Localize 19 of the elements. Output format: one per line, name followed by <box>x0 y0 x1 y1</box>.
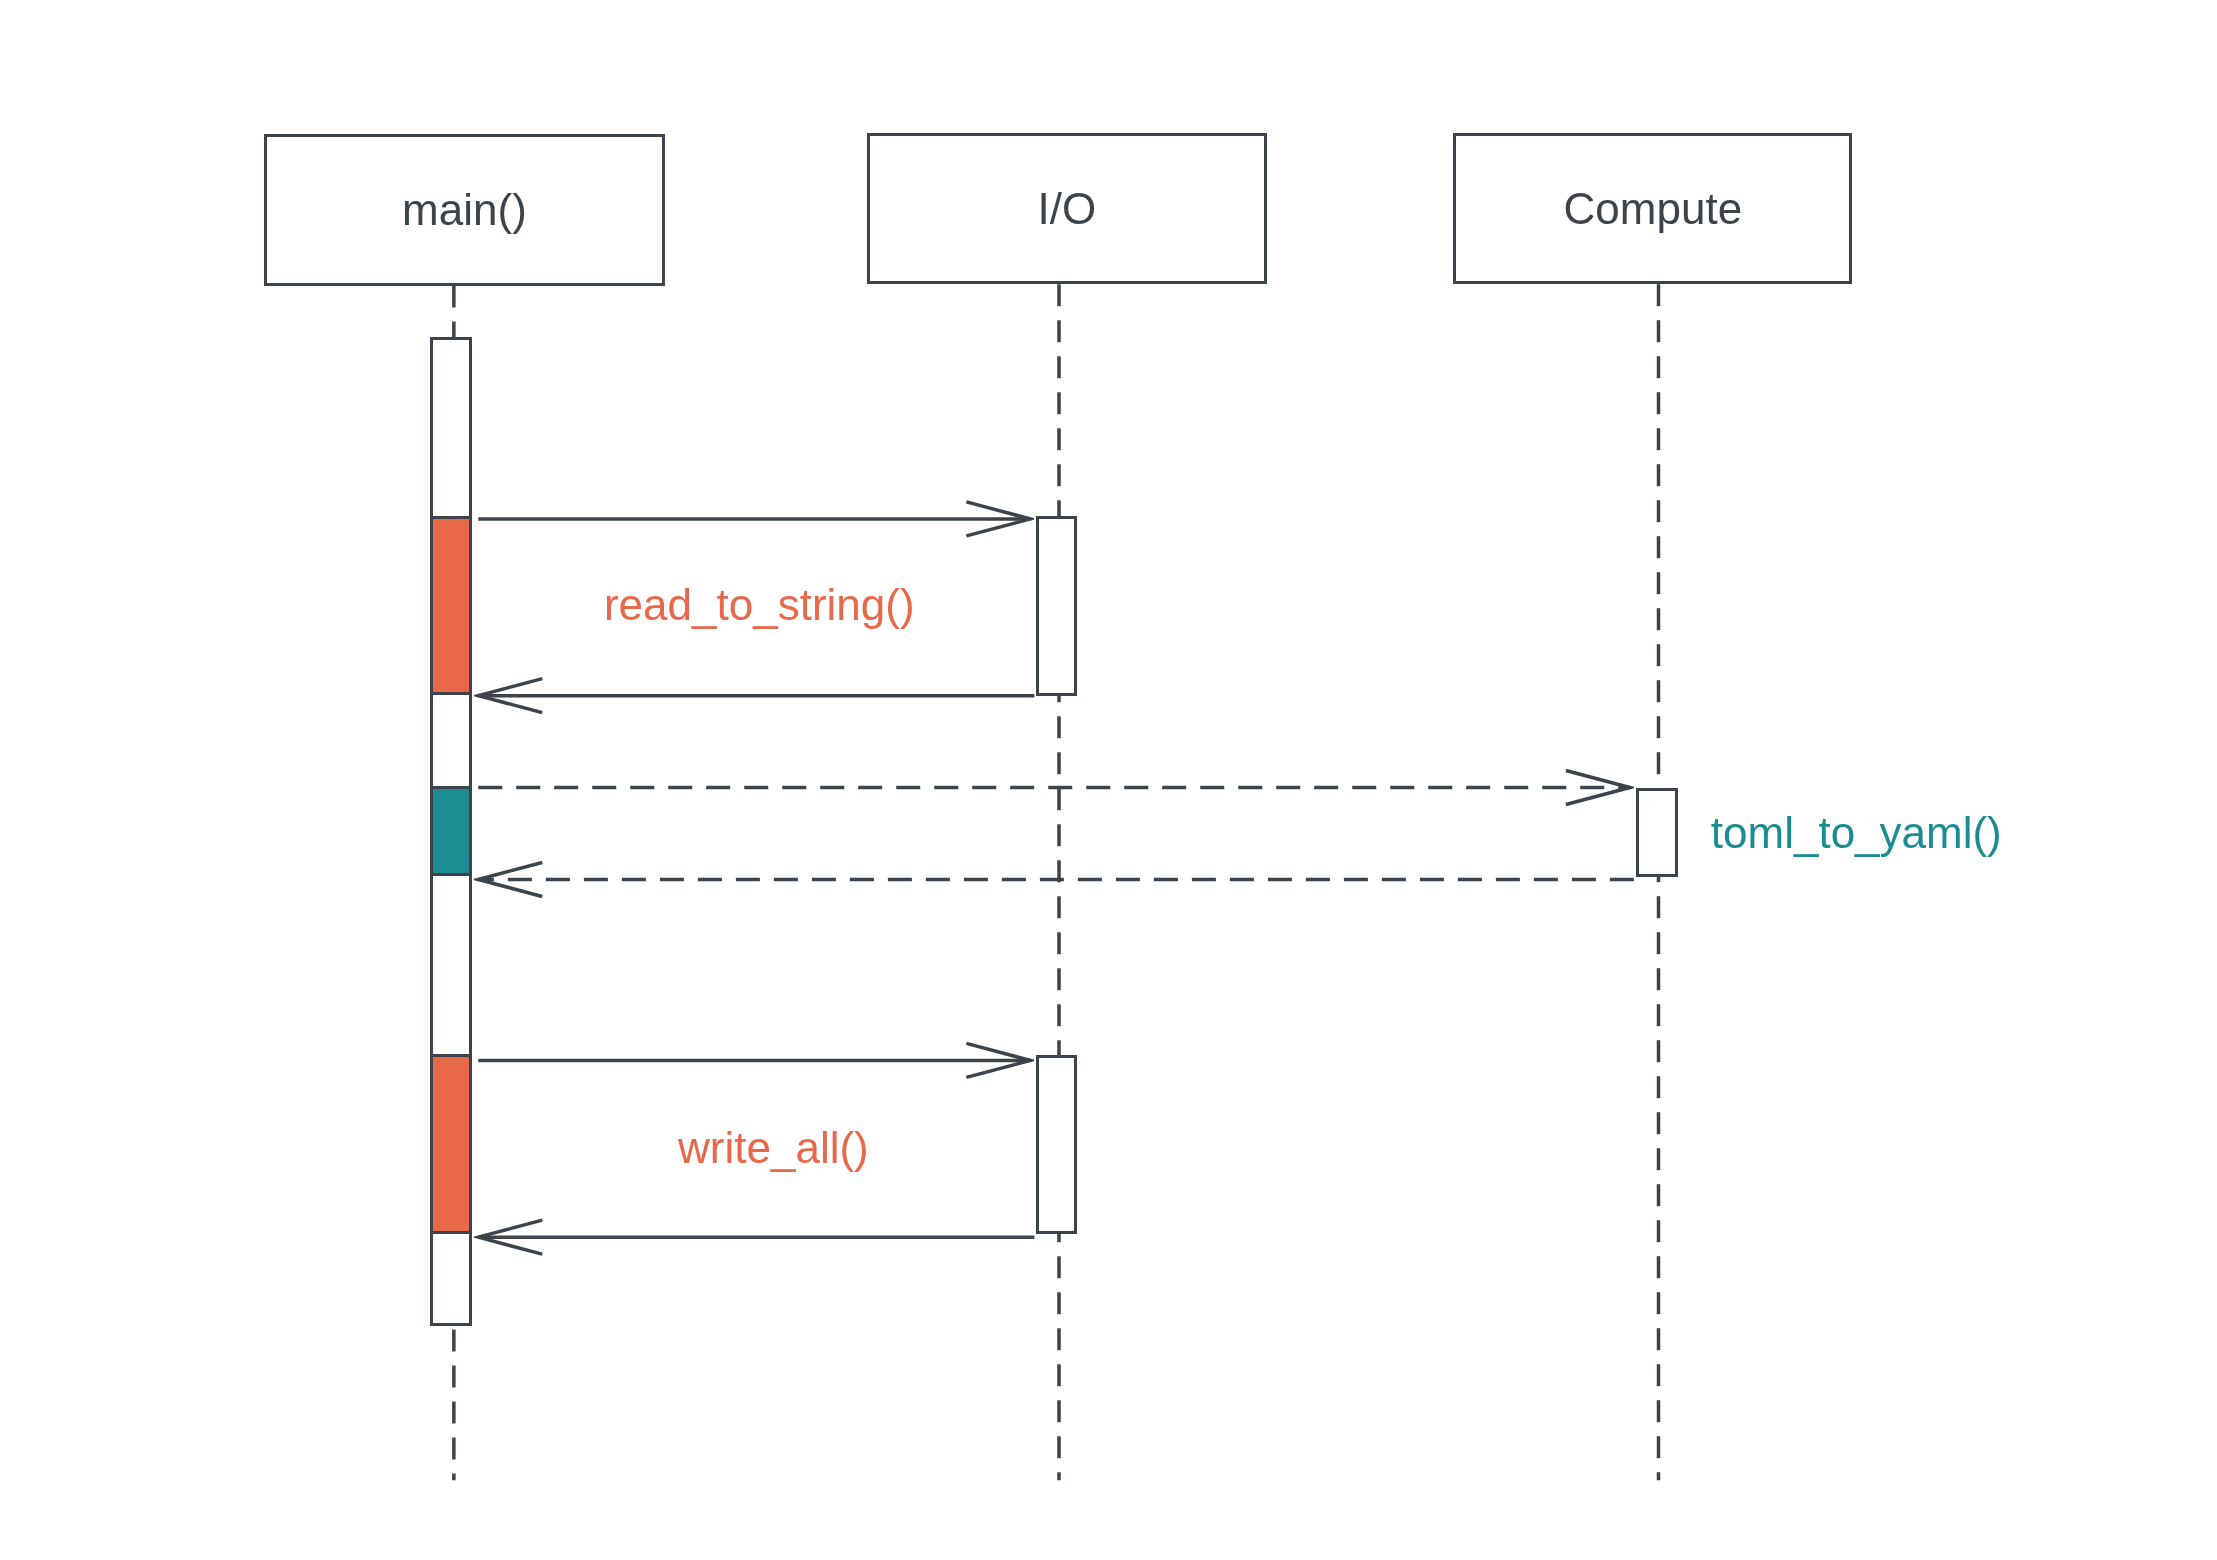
activation-bar <box>1036 1054 1078 1235</box>
activation-bar <box>1635 787 1679 877</box>
call-label: write_all() <box>678 1123 869 1174</box>
arrow <box>476 1218 1035 1256</box>
arrow <box>476 676 1035 715</box>
activation-bar <box>429 336 473 1327</box>
participant-name: I/O <box>1037 183 1097 234</box>
arrow <box>478 1041 1033 1080</box>
call-label: toml_to_yaml() <box>1710 807 2002 858</box>
activation-bar <box>1036 516 1078 696</box>
participant-box <box>866 132 1267 285</box>
participant-name: Compute <box>1563 183 1743 234</box>
call-label: read_to_string() <box>603 580 915 631</box>
arrow <box>478 500 1033 538</box>
participant-box <box>264 134 665 286</box>
participant-box <box>1453 132 1853 285</box>
participant-name: main() <box>402 184 527 235</box>
dashed-arrow <box>478 768 1632 807</box>
dashed-arrow <box>476 860 1634 899</box>
